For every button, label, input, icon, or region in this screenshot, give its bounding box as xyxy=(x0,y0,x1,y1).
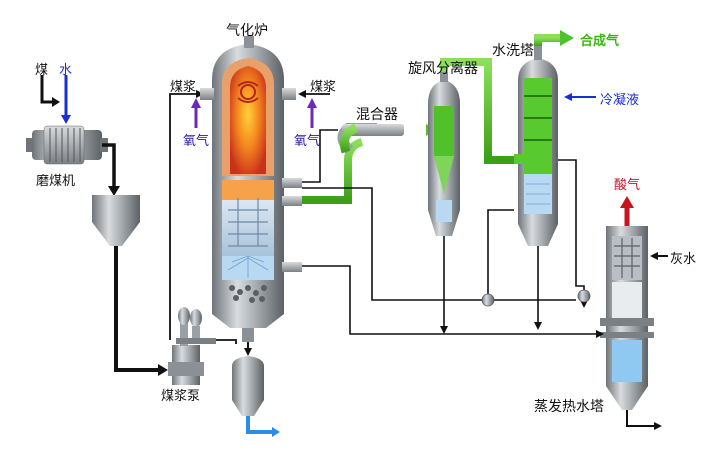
grey-water-input-arrow xyxy=(650,252,668,260)
tower-bottom-outlet xyxy=(626,410,662,430)
label-gasifier: 气化炉 xyxy=(226,23,268,39)
label-condensate: 冷凝液 xyxy=(600,93,640,108)
label-slurry-left: 煤浆 xyxy=(170,80,197,95)
cyclone-separator xyxy=(428,70,460,236)
slurry-right-arrow xyxy=(298,90,330,98)
slurry-hopper xyxy=(92,195,140,246)
label-grey-water: 灰水 xyxy=(670,252,697,267)
mill-to-hopper-line xyxy=(102,143,120,196)
label-coal: 煤 xyxy=(35,63,49,78)
label-slurry-right: 煤浆 xyxy=(310,80,337,95)
oxygen-right-arrow xyxy=(307,98,317,128)
water-to-mixer-line xyxy=(302,129,338,183)
circulation-pumps xyxy=(481,289,591,307)
coal-input-arrow xyxy=(40,75,60,107)
gasifier xyxy=(200,36,302,342)
condensate-input-arrow xyxy=(564,93,596,101)
hopper-to-pump-line xyxy=(114,246,168,376)
water-input-arrow xyxy=(61,75,71,124)
mixer xyxy=(339,123,436,154)
water-scrubber xyxy=(514,44,558,246)
label-cyclone: 旋风分离器 xyxy=(408,61,478,77)
label-mixer: 混合器 xyxy=(356,107,398,123)
syngas-pipe-cyclone-to-scrubber xyxy=(440,58,514,164)
label-coal-mill: 磨煤机 xyxy=(36,174,76,189)
label-acid-gas: 酸气 xyxy=(614,178,641,193)
label-syngas: 合成气 xyxy=(580,34,620,49)
label-oxygen-right: 氧气 xyxy=(294,134,321,149)
slag-lock-hopper xyxy=(232,342,280,437)
label-oxygen-left: 氧气 xyxy=(183,134,210,149)
acid-gas-output-arrow xyxy=(620,196,634,226)
label-scrubber: 水洗塔 xyxy=(492,43,534,59)
label-slurry-pump: 煤浆泵 xyxy=(161,389,201,404)
oxygen-left-arrow xyxy=(191,98,201,128)
arrowheads xyxy=(440,300,604,338)
coal-mill xyxy=(26,125,108,165)
slurry-pump xyxy=(168,307,216,385)
syngas-output-arrow xyxy=(534,30,574,46)
evaporation-hot-water-tower xyxy=(600,226,654,410)
label-evap-tower: 蒸发热水塔 xyxy=(534,399,604,415)
label-water: 水 xyxy=(59,63,73,78)
